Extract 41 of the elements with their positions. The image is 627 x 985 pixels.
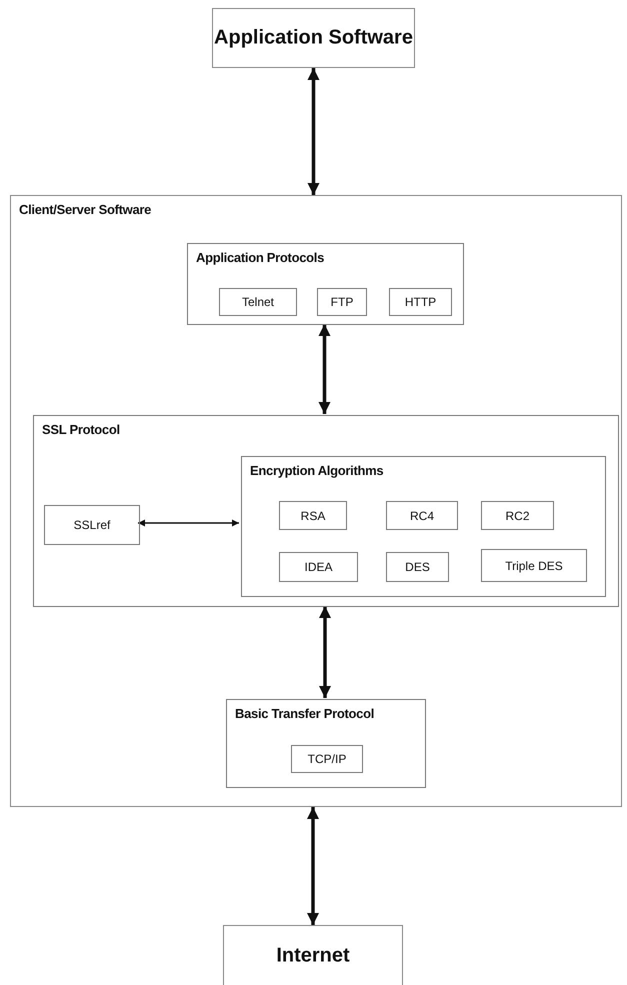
arrow xyxy=(138,520,239,526)
box-label: DES xyxy=(404,560,431,574)
box-label: Internet xyxy=(275,944,351,968)
box-label: HTTP xyxy=(404,295,438,309)
group-title: Basic Transfer Protocol xyxy=(235,706,374,721)
box-label: IDEA xyxy=(303,560,334,574)
process-box xyxy=(212,8,415,68)
group-title: Encryption Algorithms xyxy=(250,463,384,478)
arrow xyxy=(307,807,319,925)
process-box xyxy=(389,288,452,316)
group-box xyxy=(33,415,619,607)
arrow xyxy=(318,324,330,414)
process-box xyxy=(317,288,367,316)
group-box xyxy=(226,699,426,788)
arrow xyxy=(319,606,331,698)
group-title: SSL Protocol xyxy=(42,422,120,437)
group-box xyxy=(187,243,464,325)
process-box xyxy=(279,501,347,530)
process-box xyxy=(279,552,358,582)
process-box xyxy=(219,288,297,316)
group-title: Application Protocols xyxy=(196,250,324,265)
box-label: Triple DES xyxy=(504,558,564,572)
arrow xyxy=(308,68,320,195)
box-label: FTP xyxy=(330,295,354,309)
group-box xyxy=(10,195,622,807)
process-box xyxy=(386,552,449,582)
process-box xyxy=(386,501,458,530)
process-box xyxy=(44,505,140,545)
box-label: RC2 xyxy=(504,508,530,522)
box-label: Telnet xyxy=(240,295,276,309)
process-box xyxy=(481,501,554,530)
box-label: RC4 xyxy=(408,508,435,522)
box-label: TCP/IP xyxy=(306,752,348,766)
box-label: SSLref xyxy=(72,518,112,532)
box-label: RSA xyxy=(300,508,326,522)
process-box xyxy=(223,925,403,985)
group-title: Client/Server Software xyxy=(19,202,152,217)
box-label: Application Software xyxy=(213,26,414,50)
group-box xyxy=(241,456,606,597)
process-box xyxy=(291,745,363,773)
process-box xyxy=(481,549,587,582)
